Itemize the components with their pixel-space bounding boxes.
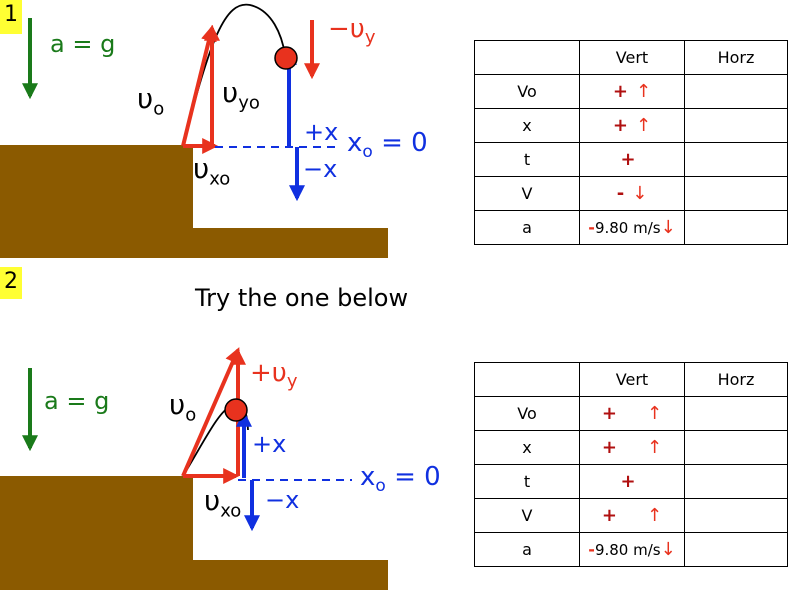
- table1-row-label: t: [474, 142, 580, 177]
- table1-header-vert: Vert: [579, 40, 685, 75]
- panel2-vx0-label: υxo: [204, 484, 242, 522]
- arrow-down-icon: ↓: [660, 217, 676, 238]
- table2-vert-cell: +↑: [579, 396, 685, 431]
- table-row: a -9.80 m/s↓: [474, 210, 788, 245]
- panel1-ground: [0, 145, 388, 258]
- table1-row-label: x: [474, 108, 580, 143]
- panel2-number-badge: 2: [0, 267, 22, 299]
- table2-header-row: Vert Horz: [474, 362, 788, 397]
- table2-vert-cell: -9.80 m/s↓: [579, 532, 685, 567]
- table1-header-row: Vert Horz: [474, 40, 788, 75]
- table2-horz-cell: [684, 532, 788, 567]
- table2-header-vert: Vert: [579, 362, 685, 397]
- table1-vert-cell: +: [579, 142, 685, 177]
- panel2-scene: [0, 347, 388, 590]
- table1-horz-cell: [684, 176, 788, 211]
- panel2-ground: [0, 476, 388, 590]
- arrow-down-icon: ↓: [660, 539, 676, 560]
- table2-row-label: t: [474, 464, 580, 499]
- table1-header-blank: [474, 40, 580, 75]
- arrow-up-icon: ↑: [647, 505, 663, 526]
- panel2-accel-label: a = g: [44, 387, 110, 415]
- table1-vert-cell: +↑: [579, 74, 685, 109]
- table2-vert-cell: +↑: [579, 430, 685, 465]
- table2-header-blank: [474, 362, 580, 397]
- table-row: Vo +↑: [474, 396, 788, 431]
- table1-row-label: Vo: [474, 74, 580, 109]
- table2-header-horz: Horz: [684, 362, 788, 397]
- panel1-minus-x-label: −x: [303, 155, 338, 183]
- table2-row-label: x: [474, 430, 580, 465]
- table-row: t +: [474, 464, 788, 499]
- panel2-ball: [224, 398, 248, 422]
- table1-horz-cell: [684, 74, 788, 109]
- table2-horz-cell: [684, 430, 788, 465]
- table-row: a -9.80 m/s↓: [474, 532, 788, 567]
- table2: Vert Horz Vo +↑ x +↑ t + V +↑ a -9.80 m/…: [474, 362, 788, 567]
- table-row: V -↓: [474, 176, 788, 211]
- table1-vert-cell: +↑: [579, 108, 685, 143]
- table-row: t +: [474, 142, 788, 177]
- arrow-up-icon: ↑: [647, 403, 663, 424]
- panel1-vy0-label: υyo: [222, 76, 260, 114]
- panel1-v0-arrow: [181, 24, 217, 147]
- panel1-accel-label: a = g: [50, 30, 116, 58]
- table1: Vert Horz Vo +↑ x +↑ t + V -↓ a -9.80 m/…: [474, 40, 788, 245]
- panel1-vx0-label: υxo: [193, 152, 231, 190]
- panel1-number-badge: 1: [0, 0, 22, 34]
- panel2-plus-x-label: +x: [252, 430, 287, 458]
- table1-vert-cell: -9.80 m/s↓: [579, 210, 685, 245]
- table1-horz-cell: [684, 142, 788, 177]
- arrow-up-icon: ↑: [636, 115, 652, 136]
- panel2-minus-x-label: −x: [265, 486, 300, 514]
- table2-vert-cell: +: [579, 464, 685, 499]
- table-row: Vo +↑: [474, 74, 788, 109]
- panel1-neg-vy-label: −υy: [328, 14, 376, 49]
- table1-vert-cell: -↓: [579, 176, 685, 211]
- arrow-down-icon: ↓: [632, 183, 648, 204]
- panel1-scene: [0, 3, 388, 258]
- panel1-plus-x-label: +x: [304, 118, 339, 146]
- instruction-text: Try the one below: [195, 284, 409, 312]
- arrow-up-icon: ↑: [636, 81, 652, 102]
- panel1-x0-label: xo = 0: [347, 128, 428, 163]
- table1-row-label: V: [474, 176, 580, 211]
- table2-row-label: V: [474, 498, 580, 533]
- table2-horz-cell: [684, 498, 788, 533]
- panel2-pos-vy-label: +υy: [250, 358, 298, 393]
- table1-header-horz: Horz: [684, 40, 788, 75]
- panel2-v0-arrow: [181, 347, 241, 477]
- table-row: x +↑: [474, 430, 788, 465]
- table2-horz-cell: [684, 464, 788, 499]
- table2-vert-cell: +↑: [579, 498, 685, 533]
- panel2-x0-label: xo = 0: [360, 462, 441, 497]
- table-row: V +↑: [474, 498, 788, 533]
- table2-row-label: Vo: [474, 396, 580, 431]
- table2-row-label: a: [474, 532, 580, 567]
- table1-horz-cell: [684, 210, 788, 245]
- panel1-ball: [274, 46, 298, 70]
- panel2-v0-label: υo: [169, 388, 197, 426]
- panel1-v0-label: υo: [137, 82, 165, 120]
- table1-horz-cell: [684, 108, 788, 143]
- table1-row-label: a: [474, 210, 580, 245]
- table2-horz-cell: [684, 396, 788, 431]
- table-row: x +↑: [474, 108, 788, 143]
- arrow-up-icon: ↑: [647, 437, 663, 458]
